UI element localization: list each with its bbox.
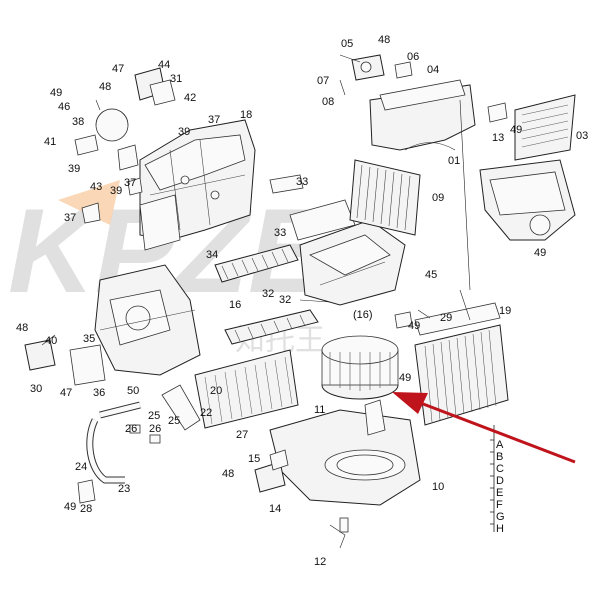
callout-49: 49 [408,320,420,332]
callout-33: 33 [296,176,308,188]
strip-letter-b: B [496,451,503,463]
top-cover [369,79,576,241]
callout-26: 26 [149,423,161,435]
callout-30: 30 [30,383,42,395]
strip-letter-c: C [496,463,504,475]
callout-25: 25 [148,410,160,422]
strip-letter-f: F [496,499,503,511]
callout-38: 38 [72,116,84,128]
filter-elements [194,244,319,429]
leader-lines [41,54,471,346]
watermark-accent [58,180,120,225]
callout-49: 49 [399,372,411,384]
callout-39: 39 [68,163,80,175]
callout-48: 48 [99,81,111,93]
callout-32: 32 [262,288,274,300]
callout-29: 29 [440,312,452,324]
callout-16-paren: (16) [353,309,373,321]
actuators-top-left [74,67,176,224]
strip-letter-a: A [496,439,504,451]
callout-labels: 47 44 31 48 49 46 42 37 18 38 39 41 39 4… [16,34,588,568]
callout-40: 40 [45,335,57,347]
callout-13: 13 [492,132,504,144]
callout-06: 06 [407,51,419,63]
callout-48: 48 [16,322,28,334]
callout-43: 43 [90,181,102,193]
callout-50: 50 [127,385,139,397]
callout-46: 46 [58,101,70,113]
center-housing [269,174,406,306]
callout-12: 12 [314,556,326,568]
upper-housing [139,119,256,251]
callout-05: 05 [341,38,353,50]
callout-15: 15 [248,453,260,465]
callout-49: 49 [50,87,62,99]
callout-41: 41 [44,136,56,148]
callout-04: 04 [427,64,439,76]
callout-44: 44 [158,59,170,71]
callout-25: 25 [168,415,180,427]
callout-39: 39 [178,126,190,138]
callout-37: 37 [124,177,136,189]
callout-31: 31 [170,73,182,85]
callout-45: 45 [425,269,437,281]
callout-37: 37 [208,114,220,126]
red-arrow [392,392,576,464]
callout-26: 26 [125,423,137,435]
callout-11: 11 [314,404,325,416]
callout-34: 34 [206,249,218,261]
strip-letter-g: G [496,511,505,523]
callout-32: 32 [279,294,291,306]
callout-49: 49 [510,124,522,136]
callout-19: 19 [499,305,511,317]
callout-48: 48 [378,34,390,46]
callout-35: 35 [83,333,95,345]
callout-01: 01 [448,155,460,167]
callout-07: 07 [317,75,329,87]
callout-36: 36 [93,387,105,399]
callout-28: 28 [80,503,92,515]
cabin-filter [349,159,421,236]
callout-18: 18 [240,109,252,121]
callout-39: 39 [110,185,122,197]
callout-14: 14 [269,503,281,515]
strip-letter-h: H [496,523,504,535]
blower-wheel [321,335,399,400]
callout-42: 42 [184,92,196,104]
callout-47: 47 [112,63,124,75]
strip-letter-e: E [496,487,503,499]
callout-08: 08 [322,96,334,108]
resistor [254,449,289,493]
callout-22: 22 [200,407,212,419]
callout-33: 33 [274,227,286,239]
lower-housing [69,264,201,386]
callout-27: 27 [236,429,248,441]
callout-48: 48 [222,468,234,480]
callout-24: 24 [75,461,87,473]
callout-10: 10 [432,481,444,493]
callout-47: 47 [60,387,72,399]
heater-pipes [86,384,201,484]
callout-49: 49 [64,501,76,513]
callout-09: 09 [432,192,444,204]
callout-49: 49 [534,247,546,259]
actuator-top-right [339,54,413,96]
callout-20: 20 [210,385,222,397]
callout-37: 37 [64,212,76,224]
small-parts [24,311,413,504]
letter-strip [490,425,495,532]
callout-16: 16 [229,299,241,311]
evaporator-core [414,302,509,426]
callout-23: 23 [118,483,130,495]
strip-letter-d: D [496,475,504,487]
callout-03: 03 [576,130,588,142]
drain-tube [329,517,349,549]
blower-housing [269,399,421,506]
